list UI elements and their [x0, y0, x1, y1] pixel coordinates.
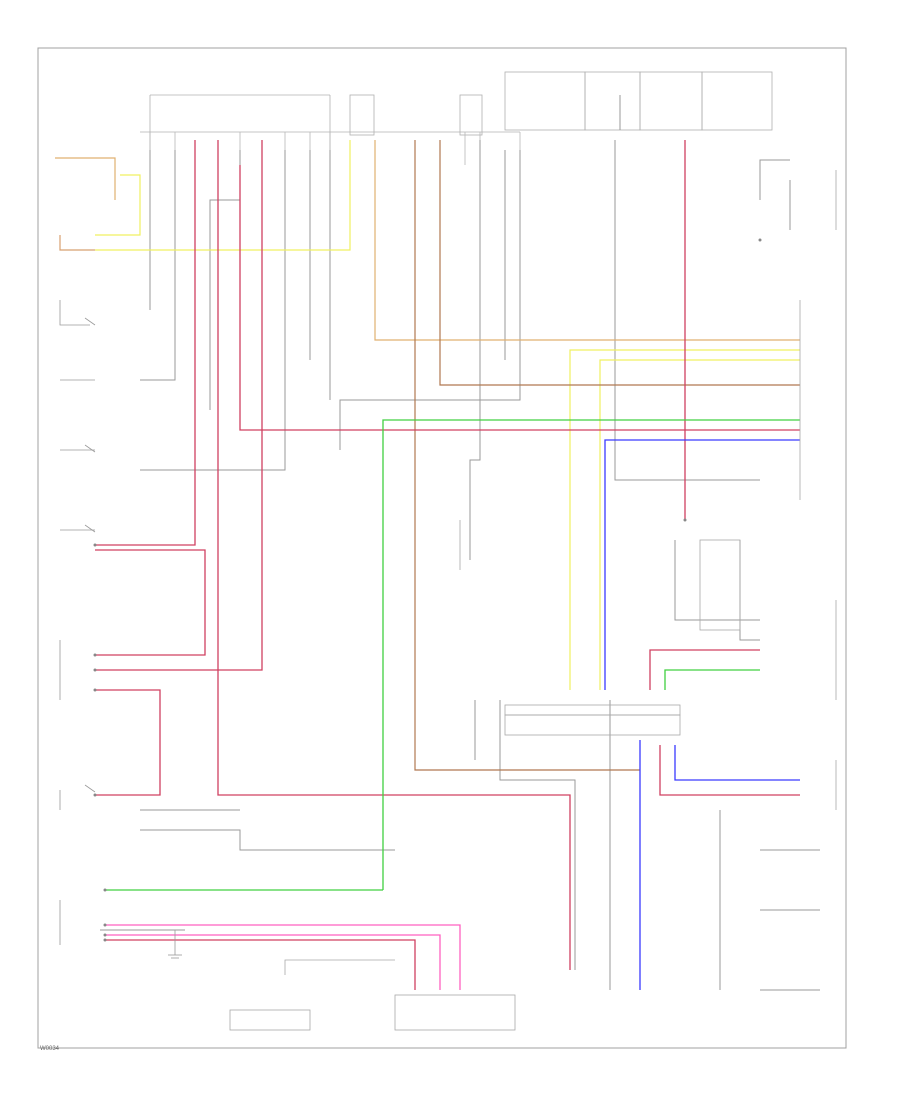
wires-green — [105, 419, 800, 891]
ground-symbol — [168, 930, 182, 959]
wires-red-lower — [105, 939, 416, 990]
ecm-pin-stubs — [149, 132, 521, 165]
wires-yellow — [95, 140, 800, 690]
junction-dots — [93, 238, 762, 942]
wires-gray — [100, 95, 820, 991]
diagram-border — [37, 47, 847, 1049]
diagram-reference-id: W0034 — [40, 1046, 60, 1052]
wires-red — [95, 140, 800, 970]
left-components — [59, 300, 96, 945]
wires-brown — [414, 140, 800, 771]
wires-blue — [604, 439, 800, 990]
wires-magenta — [105, 924, 461, 990]
wires-tan — [55, 140, 800, 341]
wires-tan-vertical — [59, 235, 95, 251]
right-components — [229, 170, 837, 1031]
ecm-connector-block — [140, 71, 773, 150]
